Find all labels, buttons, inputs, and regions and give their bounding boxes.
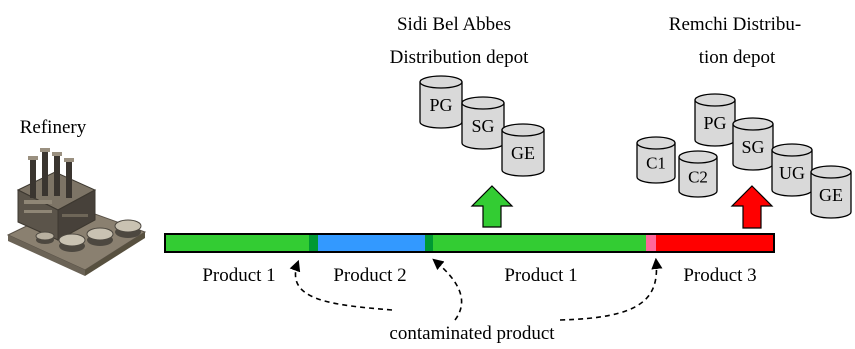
pipeline-segment-product-3: [656, 234, 774, 252]
depot-title-line-1: Sidi Bel Abbes: [397, 14, 511, 35]
contamination-arrow: [432, 258, 463, 321]
tank-label: GE: [511, 143, 535, 163]
tank-top: [771, 143, 813, 157]
tank-label: PG: [429, 95, 452, 115]
tank-ge: GE: [810, 165, 852, 219]
refinery-label: Refinery: [20, 117, 87, 138]
refinery-plant-icon: [6, 148, 147, 276]
tank-label: SG: [741, 137, 764, 157]
tank-pg: PG: [419, 75, 463, 129]
interface-zone: [309, 234, 318, 252]
contamination-arrows: [289, 257, 663, 321]
depot-remchi: Remchi Distribu- tion depot C1 C2 PG SG …: [636, 14, 852, 229]
tank-label: UG: [779, 163, 805, 183]
tank-c2: C2: [678, 150, 718, 198]
segment-label-product-1: Product 1: [202, 265, 275, 286]
tank-top: [694, 93, 736, 107]
tank-label: C1: [646, 154, 666, 173]
tank-ge: GE: [501, 123, 545, 177]
depot-title-line-1: Remchi Distribu-: [669, 14, 801, 35]
delivery-arrow-green: [470, 185, 514, 228]
tank-c1: C1: [636, 136, 676, 184]
pipeline-segment-product-1: [165, 234, 309, 252]
tank-label: SG: [471, 116, 494, 136]
tank-top: [810, 165, 852, 179]
tank-sg: SG: [461, 96, 505, 150]
segment-label-product-2: Product 2: [333, 265, 406, 286]
depot-title-line-2: Distribution depot: [390, 47, 530, 68]
tank-label: PG: [703, 113, 726, 133]
pipeline-segment-product-1: [433, 234, 646, 252]
tank-top: [678, 150, 718, 164]
tank-ug: UG: [771, 143, 813, 197]
pipeline: [164, 233, 775, 253]
contamination-arrow: [559, 257, 663, 321]
tank-body: [636, 142, 676, 184]
tank-body: [501, 129, 545, 177]
tank-top: [636, 136, 676, 150]
tank-label: GE: [819, 185, 843, 205]
tank-top: [419, 75, 463, 89]
tank-top: [732, 117, 774, 131]
tank-top: [461, 96, 505, 110]
tank-sg: SG: [732, 117, 774, 171]
depot-title-line-2: tion depot: [699, 47, 776, 68]
pipeline-outline: [164, 233, 775, 253]
interface-zone: [425, 234, 433, 252]
contaminated-product-label: contaminated product: [389, 323, 555, 344]
interface-zone: [646, 234, 656, 252]
depot-sidi-bel-abbes: Sidi Bel Abbes Distribution depot PG SG …: [390, 14, 545, 228]
tank-body: [810, 171, 852, 219]
pipeline-segment-product-2: [318, 234, 425, 252]
refinery: Refinery: [6, 117, 147, 276]
tank-label: C2: [688, 168, 708, 187]
delivery-arrow-red: [730, 185, 774, 229]
tank-pg: PG: [694, 93, 736, 147]
tank-body: [678, 156, 718, 198]
segment-label-product-3: Product 3: [683, 265, 756, 286]
tank-top: [501, 123, 545, 137]
contamination-arrow: [289, 259, 393, 311]
segment-label-product-1: Product 1: [504, 265, 577, 286]
